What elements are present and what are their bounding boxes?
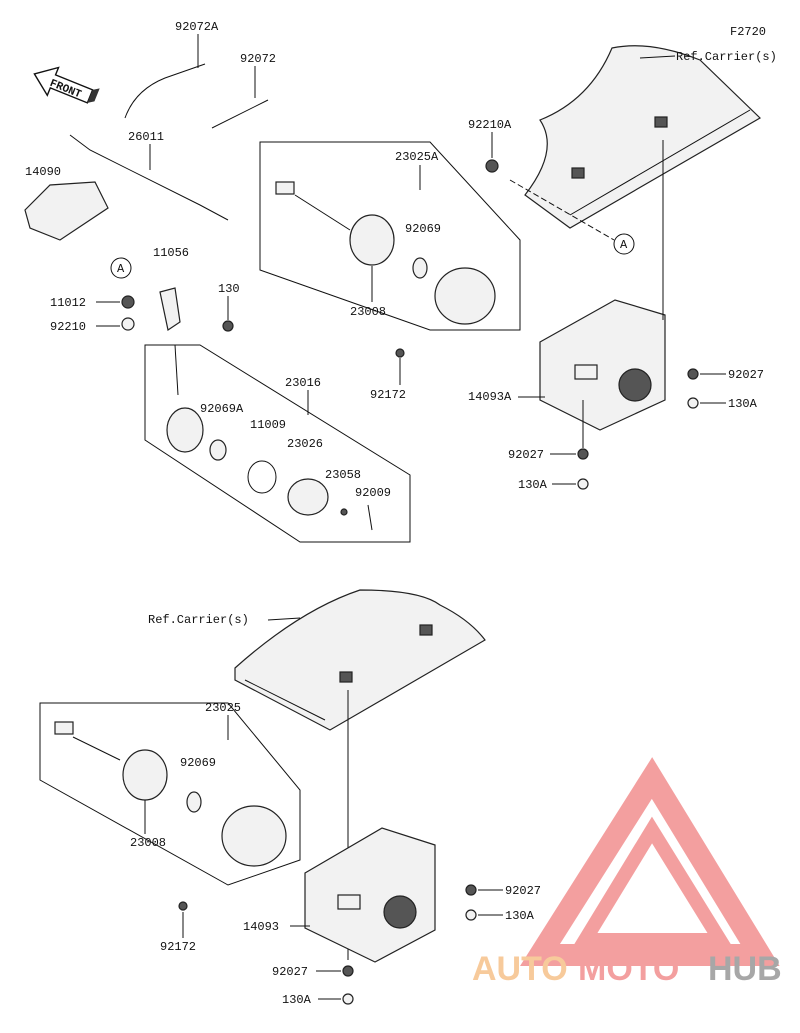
- ref-carrier-top: Ref.Carrier(s): [676, 50, 777, 64]
- label-11056: 11056: [153, 246, 189, 260]
- label-14090: 14090: [25, 165, 61, 179]
- label-11012: 11012: [50, 296, 86, 310]
- label-130: 130: [218, 282, 240, 296]
- label-92027-r2: 92027: [508, 448, 544, 462]
- watermark-logo: AUTO MOTO HUB: [472, 757, 782, 988]
- label-130A-r2: 130A: [518, 478, 548, 492]
- label-26011: 26011: [128, 130, 164, 144]
- watermark-text-1: AUTO: [472, 950, 568, 988]
- bracket-14093A: [539, 299, 666, 431]
- callout-a-top-letter: A: [620, 238, 628, 252]
- label-92069-top: 92069: [405, 222, 441, 236]
- label-130A-b1: 130A: [505, 909, 535, 923]
- label-11009: 11009: [250, 418, 286, 432]
- callout-a-top: [613, 233, 635, 255]
- ref-carrier-bottom: Ref.Carrier(s): [148, 613, 249, 627]
- watermark-text-3: HUB: [708, 950, 782, 988]
- label-92072: 92072: [240, 52, 276, 66]
- label-23025: 23025: [205, 701, 241, 715]
- label-92027-b2: 92027: [272, 965, 308, 979]
- label-130A-b2: 130A: [282, 993, 312, 1007]
- label-23025A: 23025A: [395, 150, 439, 164]
- label-92027-b1: 92027: [505, 884, 541, 898]
- label-92172-top: 92172: [370, 388, 406, 402]
- label-23016: 23016: [285, 376, 321, 390]
- bracket-14093: [304, 827, 436, 963]
- callout-a-left-letter: A: [117, 262, 125, 276]
- label-14093: 14093: [243, 920, 279, 934]
- figure-code: F2720: [730, 25, 766, 39]
- label-92027-r1: 92027: [728, 368, 764, 382]
- label-92210: 92210: [50, 320, 86, 334]
- label-14093A: 14093A: [468, 390, 512, 404]
- label-23058: 23058: [325, 468, 361, 482]
- label-92210A: 92210A: [468, 118, 512, 132]
- kit-box-23025: [39, 702, 301, 886]
- label-23026: 23026: [287, 437, 323, 451]
- callout-a-left: [110, 257, 132, 279]
- label-92069-bot: 92069: [180, 756, 216, 770]
- label-130A-r1: 130A: [728, 397, 758, 411]
- label-92009: 92009: [355, 486, 391, 500]
- label-92072A: 92072A: [175, 20, 219, 34]
- front-arrow: FRONT: [33, 66, 100, 104]
- label-92172-bot: 92172: [160, 940, 196, 954]
- label-23008-bot: 23008: [130, 836, 166, 850]
- carrier-bottom: [234, 589, 486, 731]
- watermark-text-2: MOTO: [578, 950, 679, 988]
- kit-box-23016: [144, 344, 411, 543]
- carrier-top: Ref.Carrier(s): [524, 45, 777, 229]
- label-23008-top: 23008: [350, 305, 386, 319]
- kit-box-23025A: [259, 141, 521, 331]
- label-92069A: 92069A: [200, 402, 244, 416]
